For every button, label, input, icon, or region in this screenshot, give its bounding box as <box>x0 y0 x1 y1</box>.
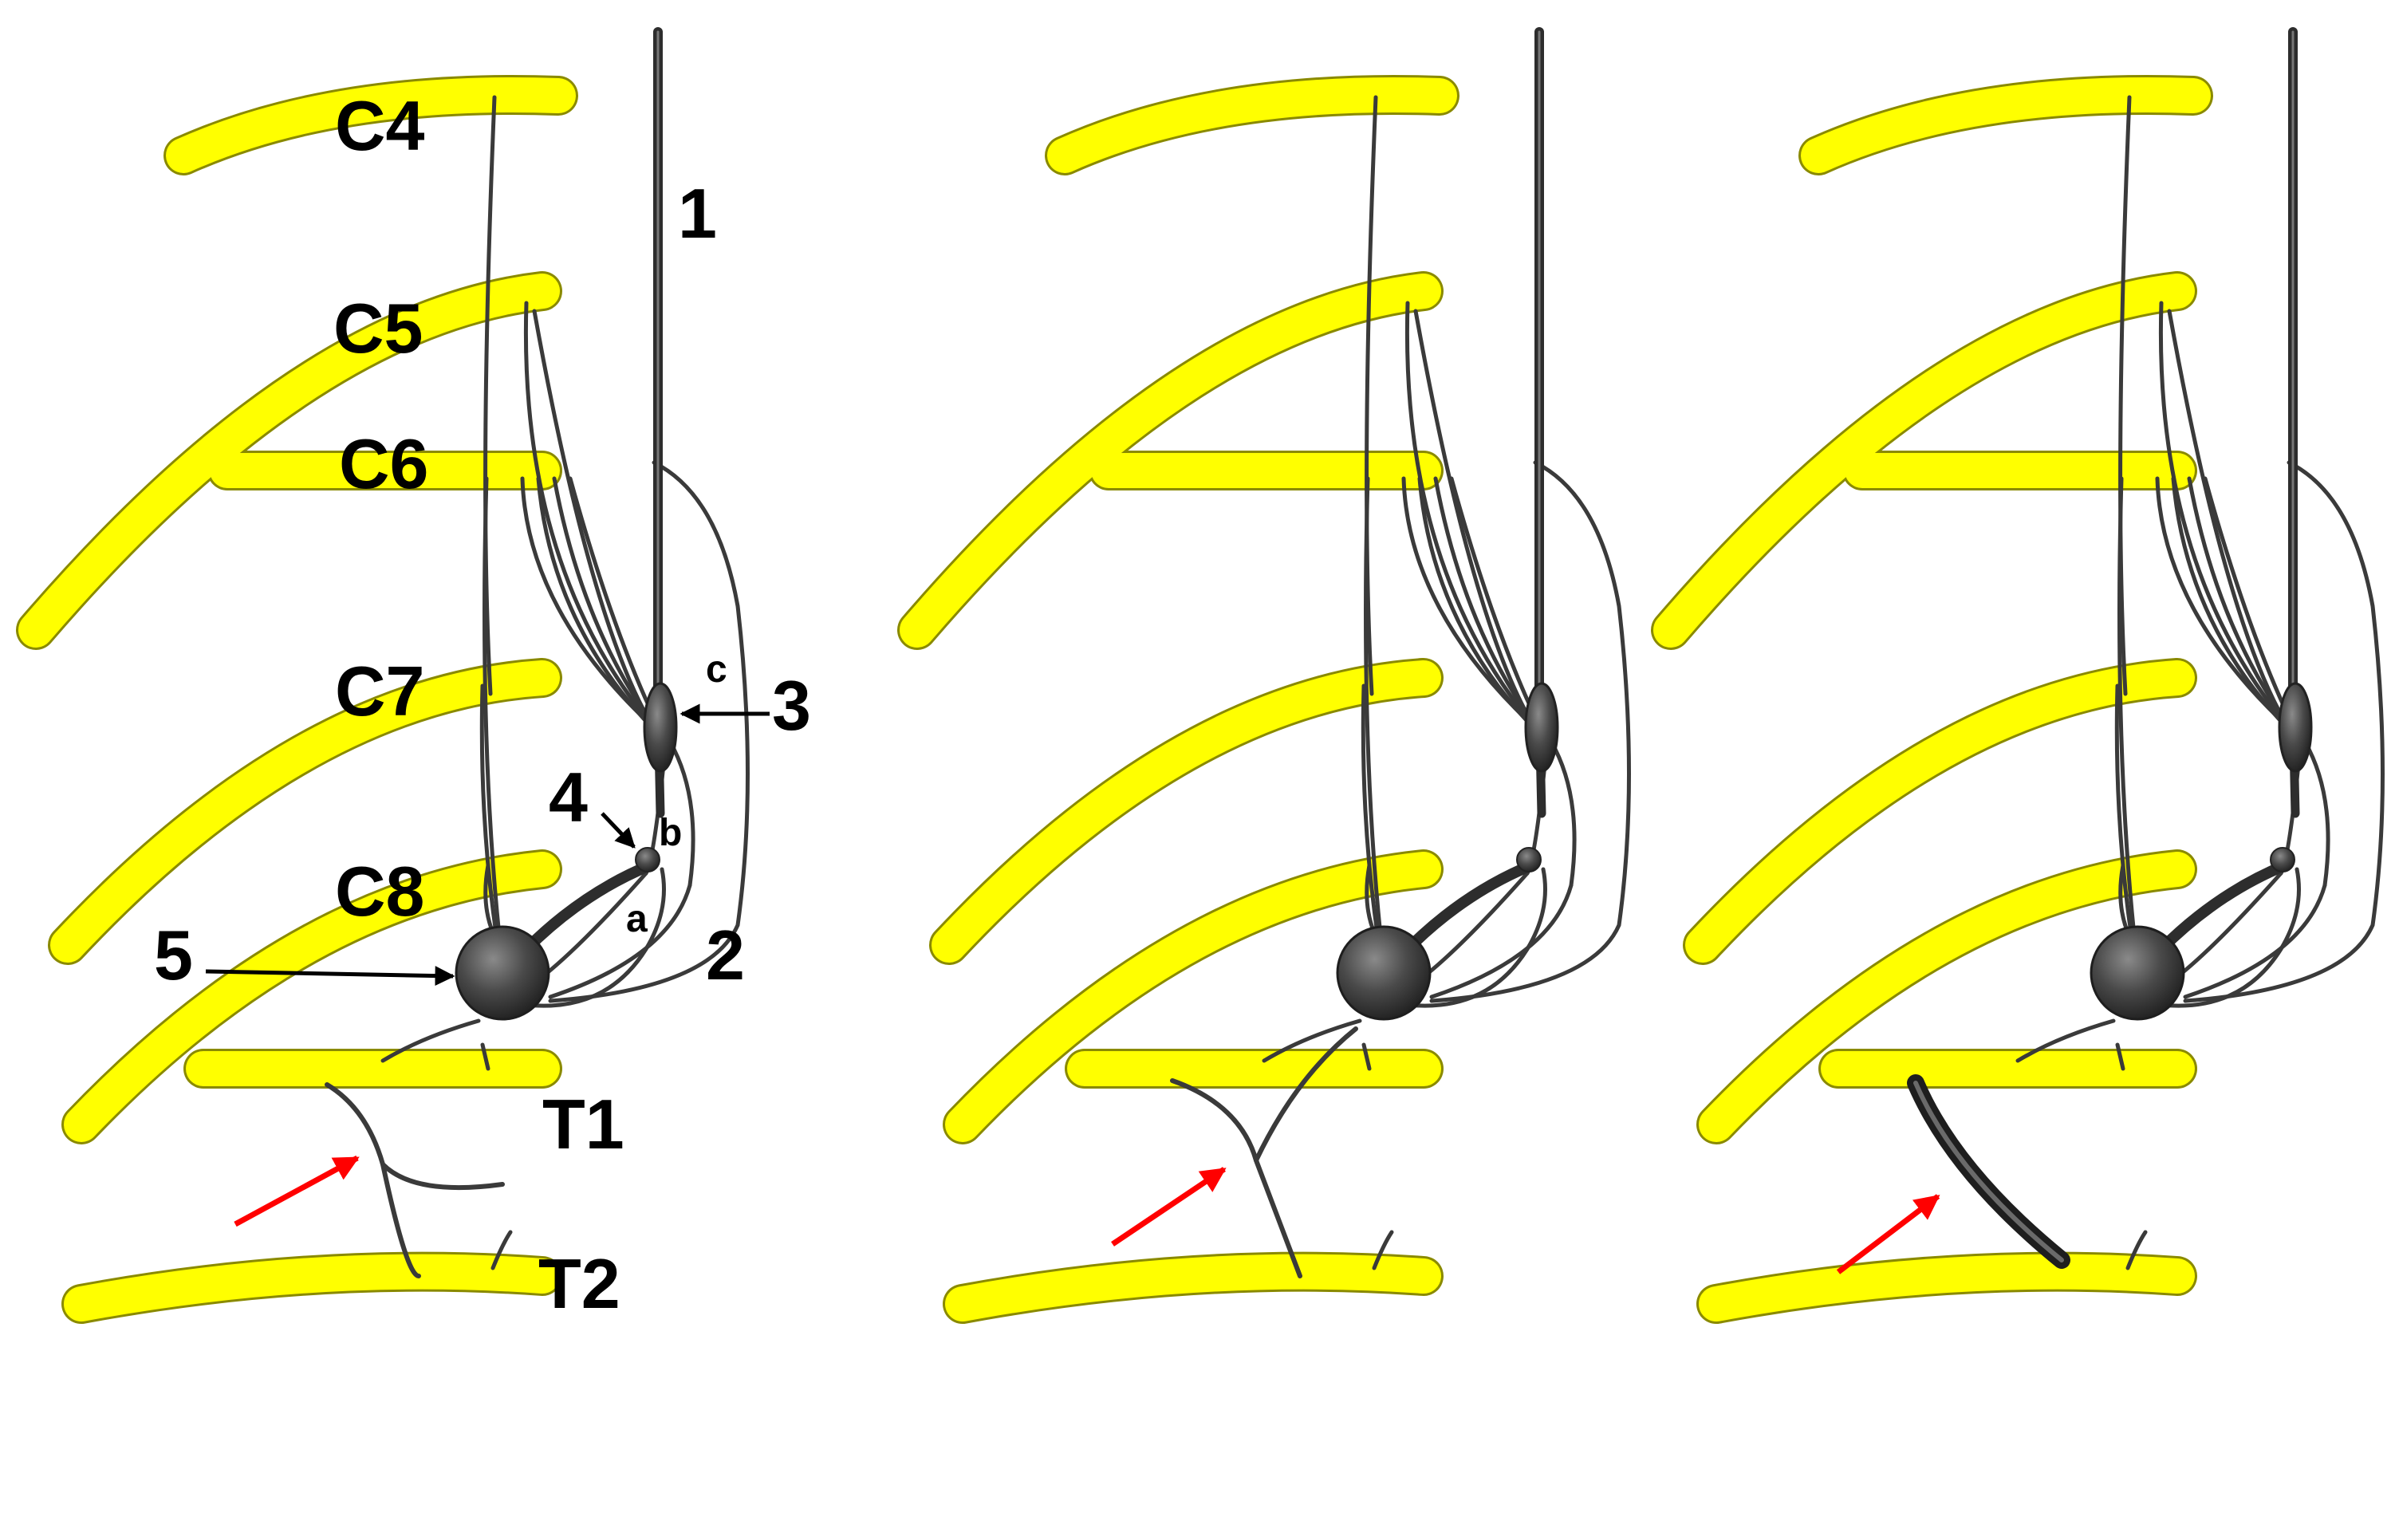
red-arrow-1 <box>235 1158 357 1224</box>
label-3: 3 <box>772 666 811 745</box>
panel-3 <box>1671 32 2383 1519</box>
label-a: a <box>626 898 648 940</box>
t1-t2-crosslink <box>383 1164 502 1187</box>
label-c6: C6 <box>339 424 429 503</box>
label-c: c <box>706 648 727 691</box>
label-c8: C8 <box>335 852 425 931</box>
label-2: 2 <box>706 916 745 995</box>
forked-branch-2 <box>1256 1029 1356 1160</box>
label-b: b <box>659 812 682 854</box>
label-t2: T2 <box>538 1244 620 1323</box>
label-c4: C4 <box>335 86 425 165</box>
thick-branch <box>1916 1083 2062 1260</box>
label-5: 5 <box>154 916 193 995</box>
panel-1: C4 C5 C6 C7 C8 T1 T2 1 2 3 4 5 a b c <box>36 32 811 1519</box>
label-c5: C5 <box>333 289 423 368</box>
label-t1: T1 <box>542 1085 624 1164</box>
forked-branch <box>1172 1081 1300 1276</box>
arrow-4 <box>602 813 634 847</box>
label-4: 4 <box>549 758 588 837</box>
panel-2 <box>917 32 1629 1519</box>
red-arrow-2 <box>1113 1169 1224 1244</box>
label-1: 1 <box>678 174 717 253</box>
label-c7: C7 <box>335 652 425 731</box>
